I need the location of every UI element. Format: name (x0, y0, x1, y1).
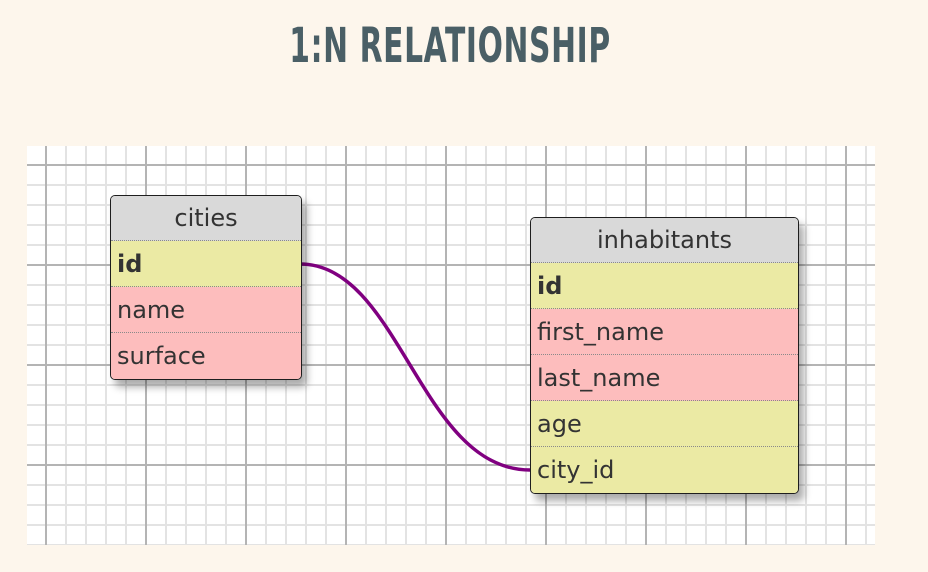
field-inhabitants-first-name[interactable]: first_name (531, 309, 798, 355)
table-inhabitants[interactable]: inhabitants id first_name last_name age … (530, 217, 799, 494)
field-inhabitants-age[interactable]: age (531, 401, 798, 447)
field-cities-surface[interactable]: surface (111, 333, 301, 379)
diagram-title: 1:N RELATIONSHIP (289, 18, 611, 74)
table-cities[interactable]: cities id name surface (110, 195, 302, 380)
field-inhabitants-id[interactable]: id (531, 263, 798, 309)
table-header-cities[interactable]: cities (111, 196, 301, 241)
field-inhabitants-last-name[interactable]: last_name (531, 355, 798, 401)
field-inhabitants-city-id[interactable]: city_id (531, 447, 798, 493)
field-cities-id[interactable]: id (111, 241, 301, 287)
table-header-inhabitants[interactable]: inhabitants (531, 218, 798, 263)
field-cities-name[interactable]: name (111, 287, 301, 333)
